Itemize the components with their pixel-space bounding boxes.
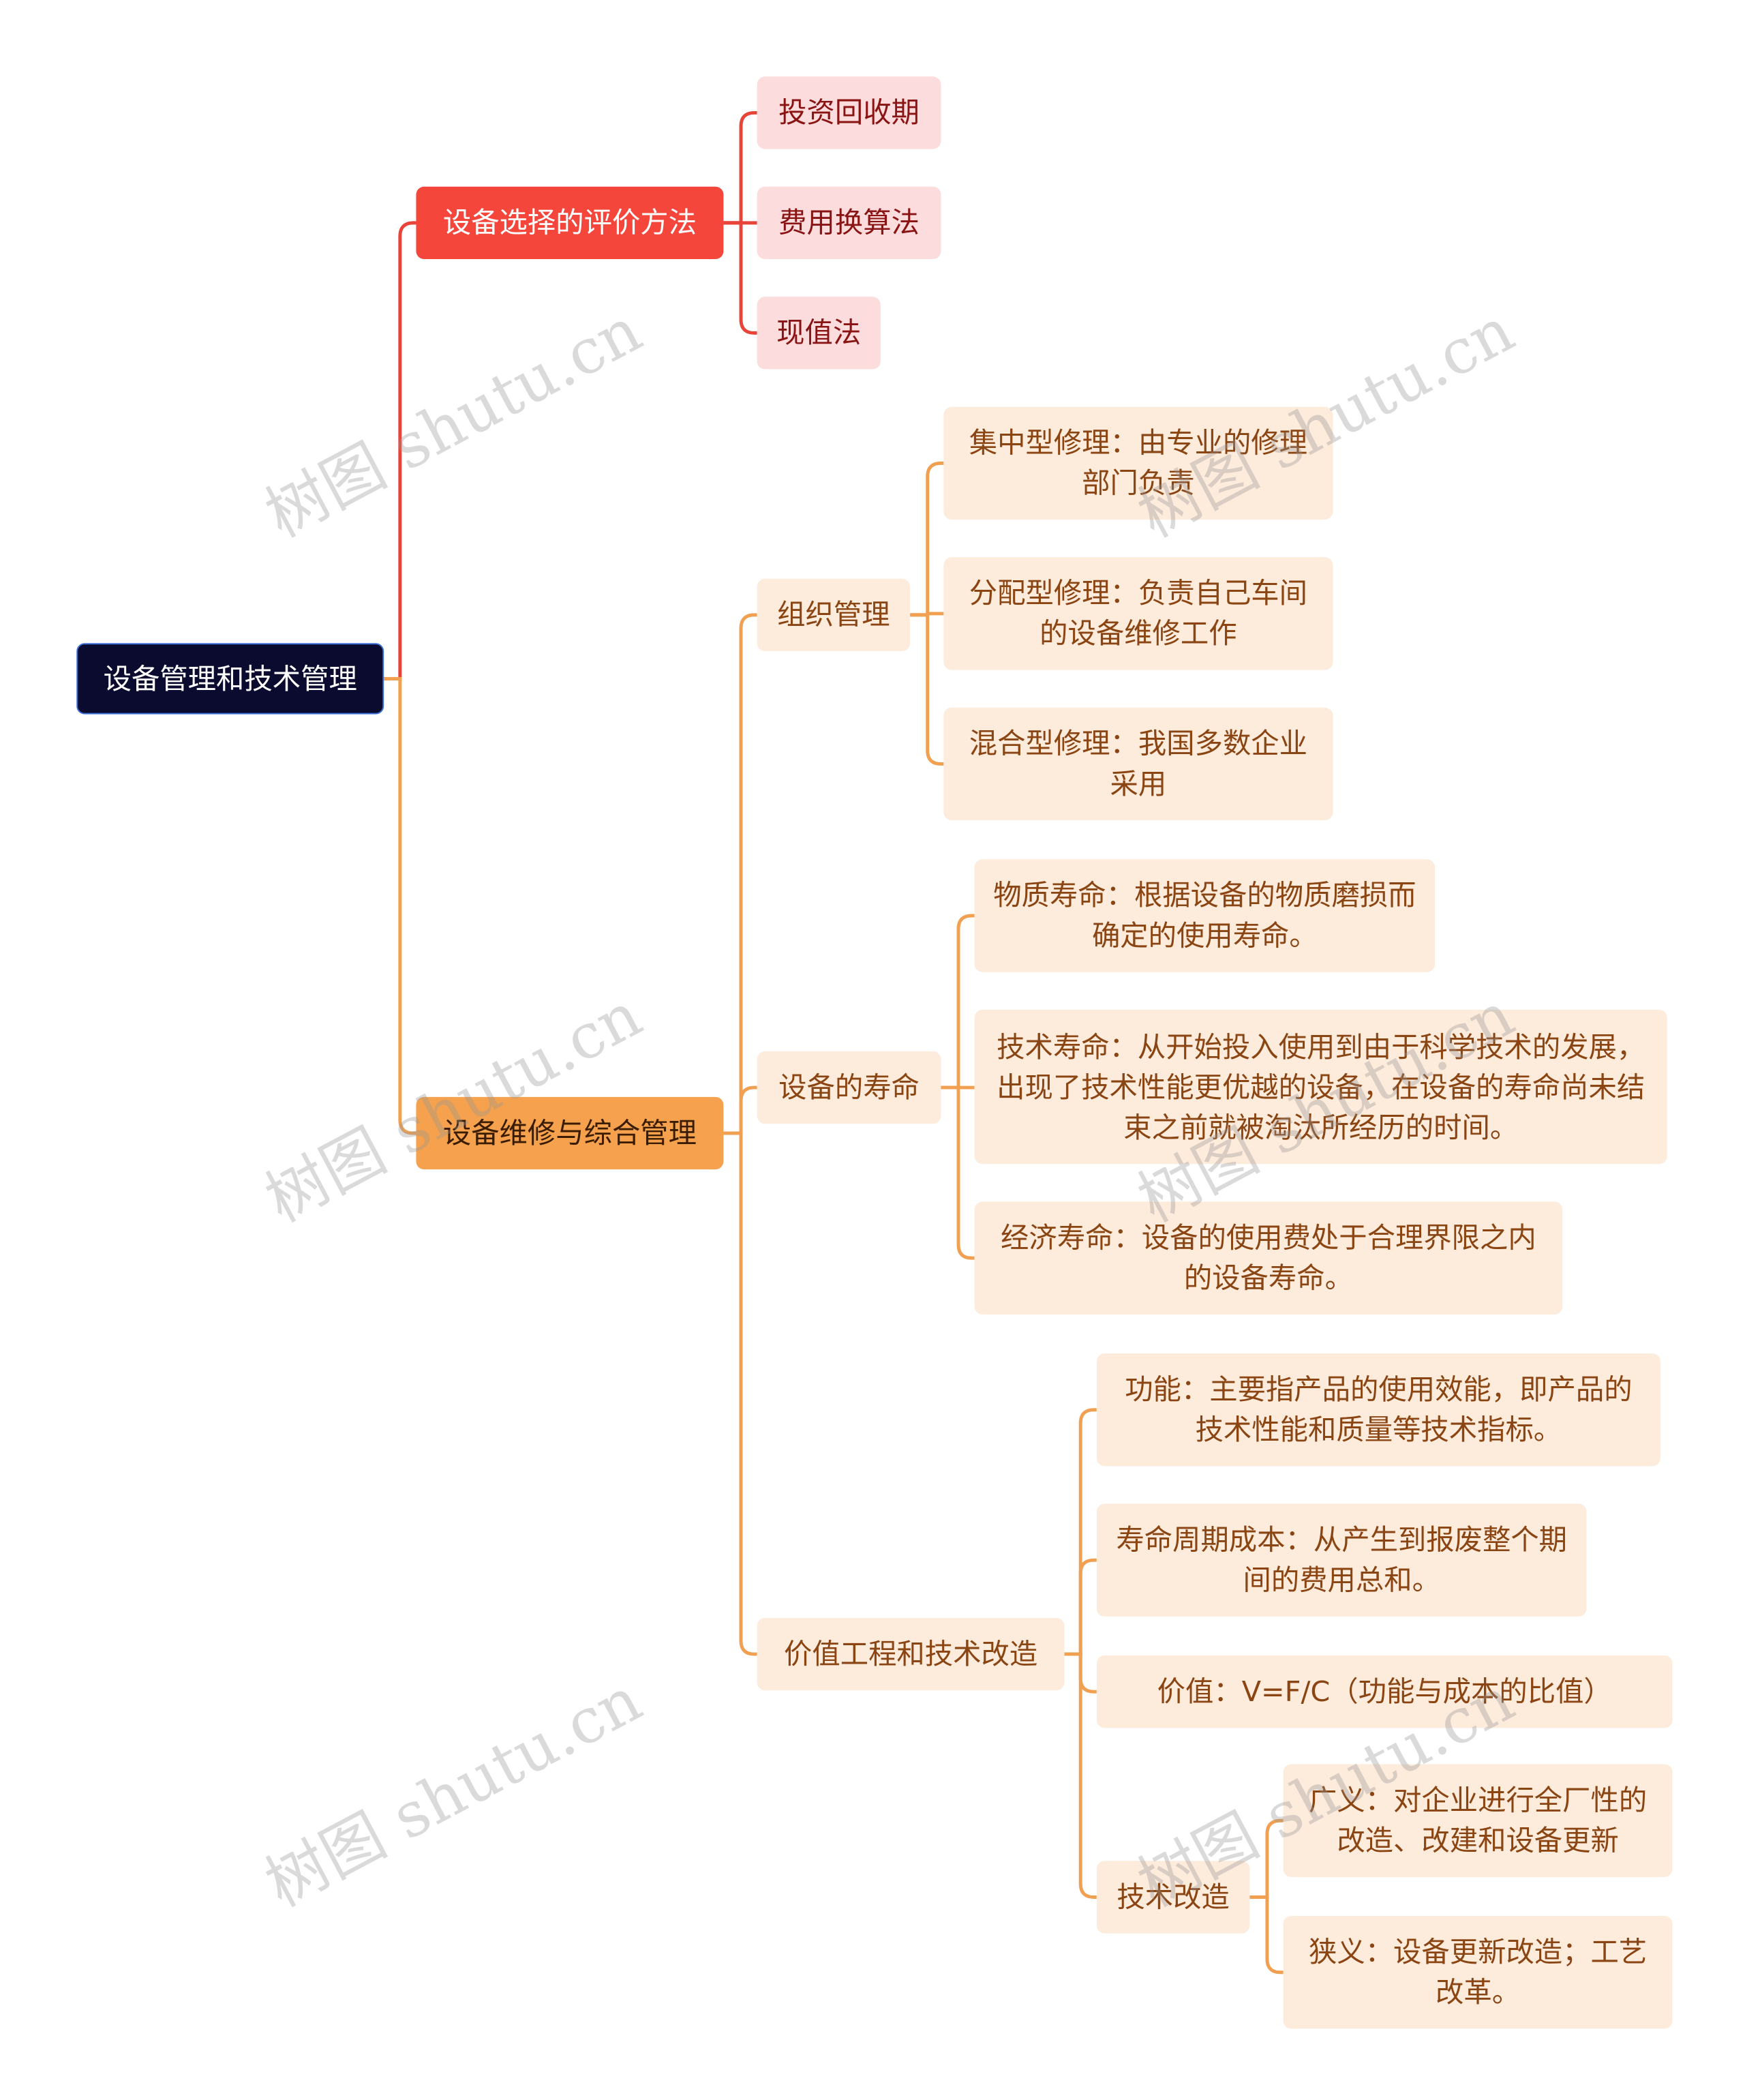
leaf-physical-life[interactable]: 物质寿命：根据设备的物质磨损而确定的使用寿命。 xyxy=(974,859,1436,972)
connector-line xyxy=(723,1131,757,1656)
root-node[interactable]: 设备管理和技术管理 xyxy=(76,643,384,715)
connector-line xyxy=(1064,1652,1097,1899)
leaf-distributed-repair[interactable]: 分配型修理：负责自己车间的设备维修工作 xyxy=(943,557,1333,670)
node-organization-management[interactable]: 组织管理 xyxy=(757,578,911,652)
connector-line xyxy=(723,221,757,335)
branch-maintenance-management[interactable]: 设备维修与综合管理 xyxy=(416,1096,724,1170)
connector-line xyxy=(384,221,416,680)
leaf-economic-life[interactable]: 经济寿命：设备的使用费处于合理界限之内的设备寿命。 xyxy=(974,1201,1563,1315)
connector-line xyxy=(910,613,944,766)
leaf-life-cycle-cost[interactable]: 寿命周期成本：从产生到报废整个期间的费用总和。 xyxy=(1096,1503,1587,1617)
leaf-cost-conversion[interactable]: 费用换算法 xyxy=(757,186,941,260)
connector-line xyxy=(1064,1408,1097,1656)
connector-line xyxy=(723,110,757,225)
leaf-narrow-sense[interactable]: 狭义：设备更新改造；工艺改革。 xyxy=(1283,1916,1673,2029)
leaf-mixed-repair[interactable]: 混合型修理：我国多数企业采用 xyxy=(943,707,1333,821)
connector-line xyxy=(723,613,757,1135)
connector-line xyxy=(1064,1558,1097,1656)
leaf-broad-sense[interactable]: 广义：对企业进行全厂性的改造、改建和设备更新 xyxy=(1283,1764,1673,1877)
leaf-payback-period[interactable]: 投资回收期 xyxy=(757,76,941,149)
leaf-function[interactable]: 功能：主要指产品的使用效能，即产品的技术性能和质量等技术指标。 xyxy=(1096,1353,1660,1467)
node-technical-renovation[interactable]: 技术改造 xyxy=(1096,1861,1250,1934)
connector-line xyxy=(1249,1895,1284,1975)
leaf-technical-life[interactable]: 技术寿命：从开始投入使用到由于科学技术的发展，出现了技术性能更优越的设备，在设备… xyxy=(974,1009,1667,1165)
leaf-value-formula[interactable]: 价值：V=F/C（功能与成本的比值） xyxy=(1096,1655,1673,1728)
node-equipment-life[interactable]: 设备的寿命 xyxy=(757,1051,941,1124)
leaf-centralized-repair[interactable]: 集中型修理：由专业的修理部门负责 xyxy=(943,406,1333,520)
leaf-present-value[interactable]: 现值法 xyxy=(757,297,881,370)
branch-evaluation-methods[interactable]: 设备选择的评价方法 xyxy=(416,186,724,260)
connector-line xyxy=(384,676,416,1135)
connector-line xyxy=(1249,1818,1284,1899)
connector-line xyxy=(723,1085,757,1135)
connector-line xyxy=(941,914,975,1090)
node-value-engineering[interactable]: 价值工程和技术改造 xyxy=(757,1617,1065,1691)
connector-line xyxy=(910,461,944,617)
connector-line xyxy=(941,1085,975,1260)
